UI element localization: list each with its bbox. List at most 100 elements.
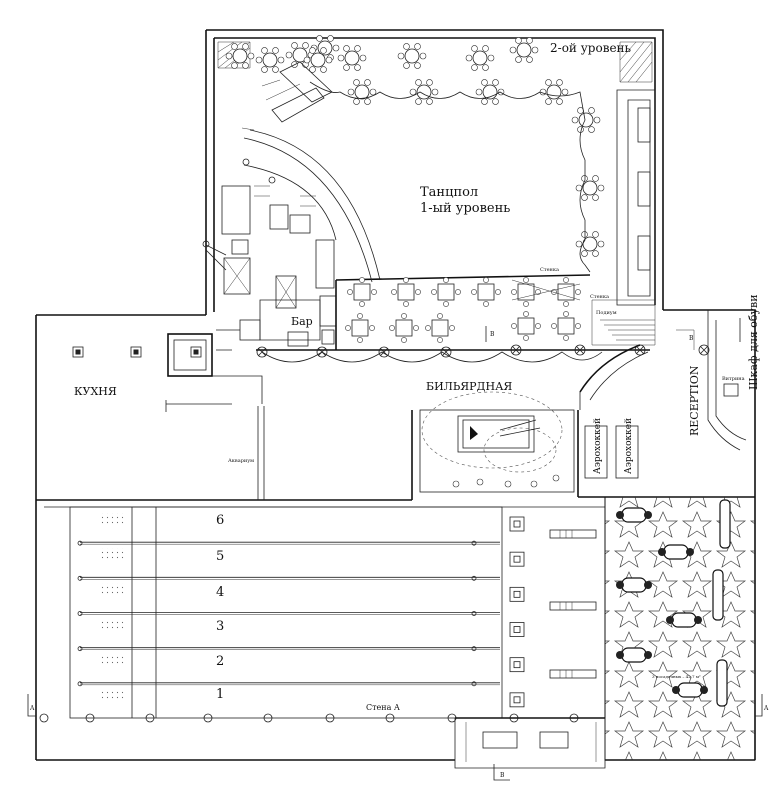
table-top [262, 52, 278, 68]
chair [597, 184, 605, 192]
chair [471, 289, 477, 295]
chair [523, 335, 529, 341]
lounge-seat [686, 548, 694, 556]
lane-end-cap [77, 575, 83, 581]
round-table [285, 42, 315, 68]
console-screen [513, 661, 521, 669]
air-hockey [584, 425, 639, 479]
chair [414, 62, 421, 69]
section-a-left: A [29, 705, 35, 712]
round-table [347, 79, 377, 105]
chair [225, 52, 233, 60]
chair [483, 301, 489, 307]
sofa-note: 3 посадочных – 42,7 м² [652, 674, 701, 679]
chair [389, 325, 395, 331]
chair [327, 35, 334, 42]
chair [272, 66, 279, 73]
chair [563, 311, 569, 317]
lounge-table [658, 544, 694, 560]
chair [526, 37, 533, 44]
chair [465, 54, 473, 62]
pin-deck [100, 548, 126, 561]
table-top [517, 283, 535, 301]
lounge-table-top [663, 544, 689, 560]
chair [316, 35, 323, 42]
pillar-outer [190, 346, 202, 358]
round-table [225, 43, 255, 69]
lane-console [509, 586, 525, 602]
chair [359, 301, 365, 307]
podium-label: Подиум [596, 310, 617, 316]
chair [415, 79, 422, 86]
column [510, 344, 522, 356]
lounge-sofa [716, 659, 728, 707]
showcase-label: Витрина [722, 376, 745, 382]
table-top [397, 283, 415, 301]
chair [419, 52, 427, 60]
chair [581, 250, 588, 257]
lounge-sofa [712, 569, 724, 621]
lane-console [509, 551, 525, 567]
lounge-seat [644, 581, 652, 589]
ball-return [549, 529, 597, 539]
chair [443, 277, 449, 283]
chair [369, 325, 375, 331]
sofa-body [716, 659, 728, 707]
lane-numbers: 6 5 4 3 2 1 [216, 513, 224, 702]
chair [563, 335, 569, 341]
chair [347, 289, 353, 295]
chair [409, 88, 417, 96]
round-table [539, 79, 569, 105]
chair [545, 79, 552, 86]
square-table [389, 313, 419, 343]
chair [391, 289, 397, 295]
chair [231, 43, 238, 50]
chair [449, 325, 455, 331]
chair [403, 301, 409, 307]
chair [403, 43, 410, 50]
lane-block [69, 506, 503, 719]
lane-arrow-mark [471, 575, 477, 581]
entrance [454, 717, 606, 769]
chair [593, 116, 601, 124]
pillar-inner [133, 349, 139, 355]
chair [575, 289, 581, 295]
column-cross [442, 348, 450, 356]
pin-deck [100, 688, 126, 701]
column-cross [576, 346, 584, 354]
chair [471, 45, 478, 52]
square-table [551, 277, 581, 307]
console-box [509, 622, 525, 637]
chair [415, 289, 421, 295]
chair [425, 325, 431, 331]
lounge-seat [616, 511, 624, 519]
lounge-table-top [621, 507, 647, 523]
table-top [557, 317, 575, 335]
lane-end-cap [77, 681, 83, 687]
reception-label: RECEPTION [688, 365, 701, 436]
wall-pillar-ring [39, 713, 49, 723]
chair [526, 56, 533, 63]
level-2-label: 2-ой уровень [550, 41, 632, 55]
lane-end-cap [77, 646, 83, 652]
console-screen [513, 590, 521, 598]
chair [426, 98, 433, 105]
chair [592, 175, 599, 182]
chair [347, 88, 355, 96]
chair [426, 79, 433, 86]
chair [354, 45, 361, 52]
lounge-seat [616, 651, 624, 659]
pillar [72, 346, 84, 358]
lounge-seat [616, 581, 624, 589]
ball-return [549, 669, 597, 679]
chair [277, 56, 285, 64]
round-table [571, 107, 601, 133]
ball-return-grooves [559, 602, 573, 610]
chair [551, 289, 557, 295]
chair [563, 277, 569, 283]
chair [369, 88, 377, 96]
round-table [509, 37, 539, 63]
section-markers [27, 326, 763, 781]
pillar-inner [75, 349, 81, 355]
round-table [465, 45, 495, 71]
